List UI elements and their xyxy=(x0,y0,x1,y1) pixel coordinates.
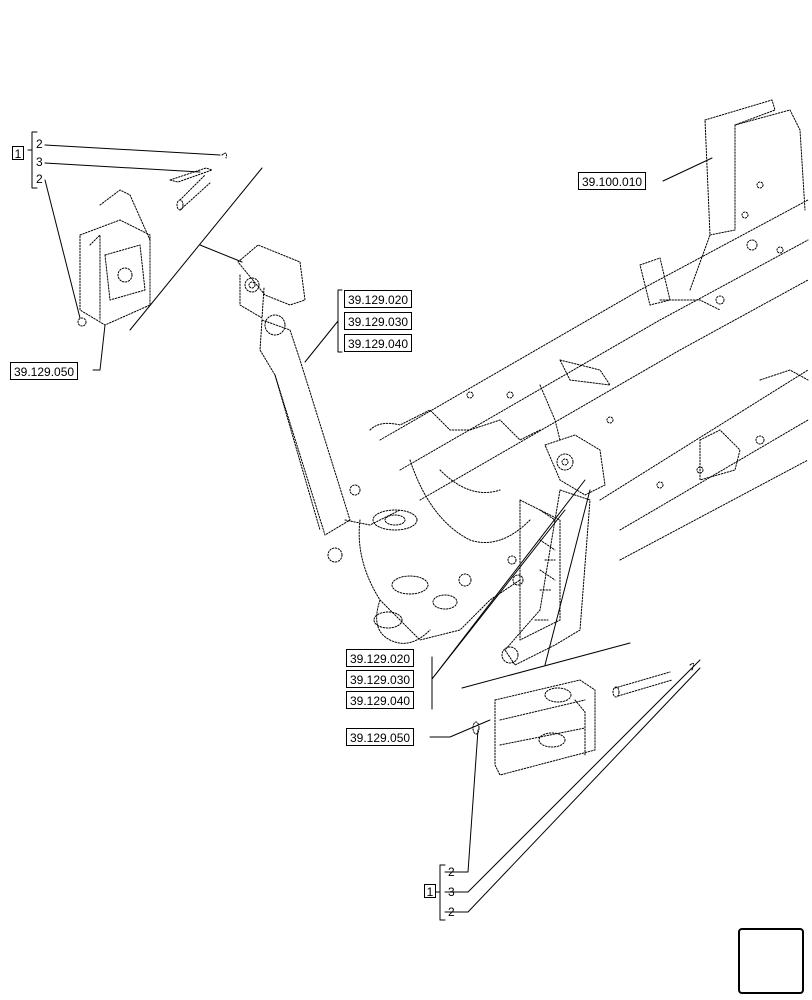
part-label: 2 xyxy=(36,137,43,151)
part-label: 2 xyxy=(36,172,43,186)
ref-link-39-129-050[interactable]: 39.129.050 xyxy=(10,362,79,380)
part-label: 2 xyxy=(448,865,455,879)
next-page-button[interactable] xyxy=(738,928,804,994)
ref-link-39-129-030[interactable]: 39.129.030 xyxy=(344,312,413,330)
chassis-frame xyxy=(327,99,809,644)
item-number-box: 1 xyxy=(12,146,24,161)
strut-arm-upper xyxy=(237,244,351,536)
strut-arm-lower xyxy=(501,434,606,666)
item-number-box: 1 xyxy=(424,884,436,899)
ref-link-39-129-040[interactable]: 39.129.040 xyxy=(346,691,415,709)
part-label: 3 xyxy=(448,885,455,899)
part-label: 2 xyxy=(448,905,455,919)
ref-link-39-129-020[interactable]: 39.129.020 xyxy=(346,649,415,667)
part-label: 3 xyxy=(36,155,43,169)
ref-link-39-129-040[interactable]: 39.129.040 xyxy=(344,334,413,352)
section-lines xyxy=(129,167,631,689)
leader-lines xyxy=(27,131,713,921)
ref-link-39-129-020[interactable]: 39.129.020 xyxy=(344,290,413,308)
ref-link-39-100-010[interactable]: 39.100.010 xyxy=(578,172,647,190)
ref-link-39-129-050[interactable]: 39.129.050 xyxy=(346,728,415,746)
ref-link-39-129-030[interactable]: 39.129.030 xyxy=(346,670,415,688)
bracket-lower xyxy=(472,662,695,776)
